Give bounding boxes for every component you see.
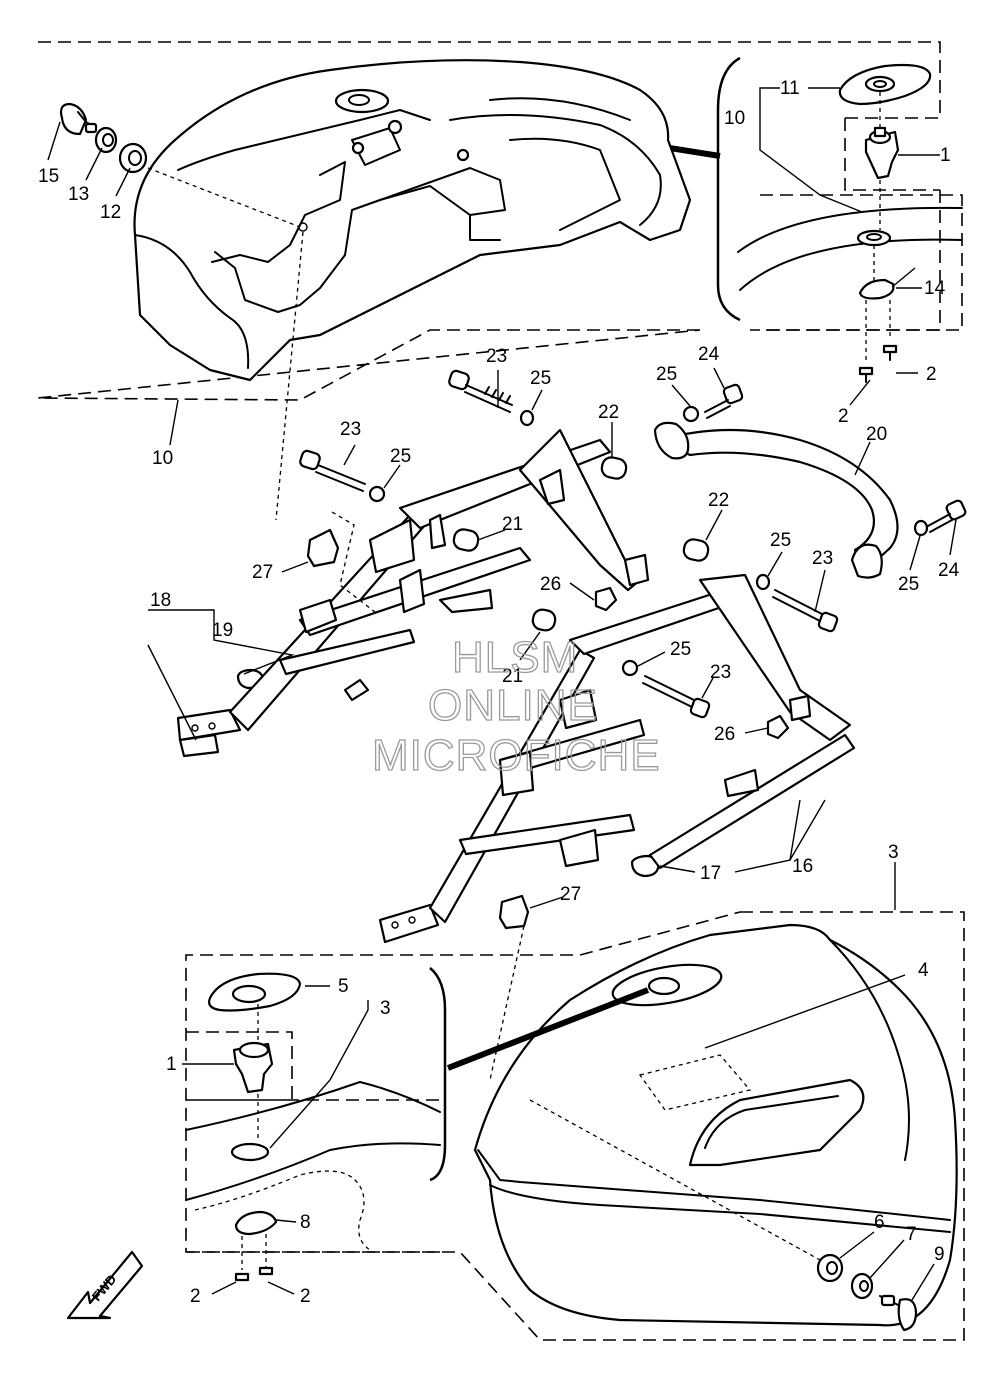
clip-lower bbox=[498, 894, 530, 930]
callout-25-f: 25 bbox=[670, 639, 691, 660]
callout-23-b: 23 bbox=[340, 419, 361, 440]
lower-side-fasteners bbox=[529, 1099, 918, 1332]
upper-rail-stay bbox=[653, 421, 899, 579]
callout-3-detail: 3 bbox=[380, 998, 391, 1019]
callout-18: 18 bbox=[150, 590, 171, 611]
callout-10-upper: 10 bbox=[152, 448, 173, 469]
callout-21-b: 21 bbox=[502, 666, 523, 687]
callout-25-c: 25 bbox=[390, 446, 411, 467]
right-frame bbox=[378, 573, 856, 944]
callout-12: 12 bbox=[100, 202, 121, 223]
upper-latch-detail-box bbox=[760, 117, 963, 331]
callout-16: 16 bbox=[792, 856, 813, 877]
callout-21-a: 21 bbox=[502, 514, 523, 535]
callout-23-a: 23 bbox=[486, 346, 507, 367]
callout-20: 20 bbox=[866, 424, 887, 445]
clip-upper bbox=[306, 528, 340, 568]
lower-detail-bracket bbox=[429, 967, 447, 1182]
callout-1-upper: 1 bbox=[940, 145, 951, 166]
lower-saddlebag-group-box bbox=[185, 911, 965, 1341]
callout-labels: 15 13 12 10 10 11 1 14 2 2 23 25 22 25 2… bbox=[38, 78, 960, 1307]
callout-1-lower: 1 bbox=[166, 1054, 177, 1075]
callout-22-a: 22 bbox=[598, 402, 619, 423]
callout-25-e: 25 bbox=[898, 574, 919, 595]
upper-bolts bbox=[236, 369, 967, 878]
lower-latch-detail-box bbox=[186, 1031, 440, 1253]
callout-7: 7 bbox=[906, 1224, 917, 1245]
upper-detail-bracket bbox=[716, 56, 741, 322]
callout-3-main: 3 bbox=[888, 842, 899, 863]
leader-lines bbox=[47, 87, 957, 1301]
callout-13: 13 bbox=[68, 184, 89, 205]
callout-10-detail: 10 bbox=[724, 108, 745, 129]
callout-27-upper: 27 bbox=[252, 562, 273, 583]
callout-14: 14 bbox=[924, 278, 946, 299]
upper-side-fasteners bbox=[59, 102, 304, 521]
lower-saddlebag bbox=[473, 923, 958, 1327]
callout-5: 5 bbox=[338, 976, 349, 997]
watermark-line-1: HLSM bbox=[452, 633, 578, 682]
upper-saddlebag bbox=[133, 59, 692, 382]
callout-19: 19 bbox=[212, 620, 233, 641]
callout-27-lower: 27 bbox=[560, 884, 581, 905]
upper-latch-parts bbox=[737, 63, 963, 383]
lower-latch-parts bbox=[185, 972, 441, 1282]
callout-26-a: 26 bbox=[540, 574, 561, 595]
callout-2-upper-right: 2 bbox=[926, 364, 937, 385]
callout-23-d: 23 bbox=[710, 662, 731, 683]
callout-17: 17 bbox=[700, 863, 721, 884]
callout-26-b: 26 bbox=[714, 724, 735, 745]
callout-24-a: 24 bbox=[698, 344, 720, 365]
callout-2-lower-left: 2 bbox=[190, 1286, 201, 1307]
callout-2-upper-left: 2 bbox=[838, 406, 849, 427]
callout-25-b: 25 bbox=[656, 364, 677, 385]
callout-23-c: 23 bbox=[812, 548, 833, 569]
callout-8: 8 bbox=[300, 1212, 311, 1233]
callout-25-a: 25 bbox=[530, 368, 551, 389]
watermark-line-2: ONLINE bbox=[428, 681, 598, 730]
callout-2-lower-right: 2 bbox=[300, 1286, 311, 1307]
callout-4: 4 bbox=[918, 960, 929, 981]
callout-22-b: 22 bbox=[708, 490, 729, 511]
callout-24-b: 24 bbox=[938, 560, 960, 581]
callout-11: 11 bbox=[780, 78, 800, 99]
callout-9: 9 bbox=[934, 1244, 945, 1265]
callout-25-d: 25 bbox=[770, 530, 791, 551]
callout-15: 15 bbox=[38, 166, 59, 187]
watermark: HLSM ONLINE MICROFICHE bbox=[371, 632, 661, 780]
left-frame bbox=[176, 428, 650, 758]
callout-6: 6 bbox=[874, 1212, 885, 1233]
watermark-line-3: MICROFICHE bbox=[372, 731, 661, 780]
fwd-arrow: FWD bbox=[66, 1250, 144, 1320]
lower-pointer-line bbox=[446, 987, 650, 1071]
